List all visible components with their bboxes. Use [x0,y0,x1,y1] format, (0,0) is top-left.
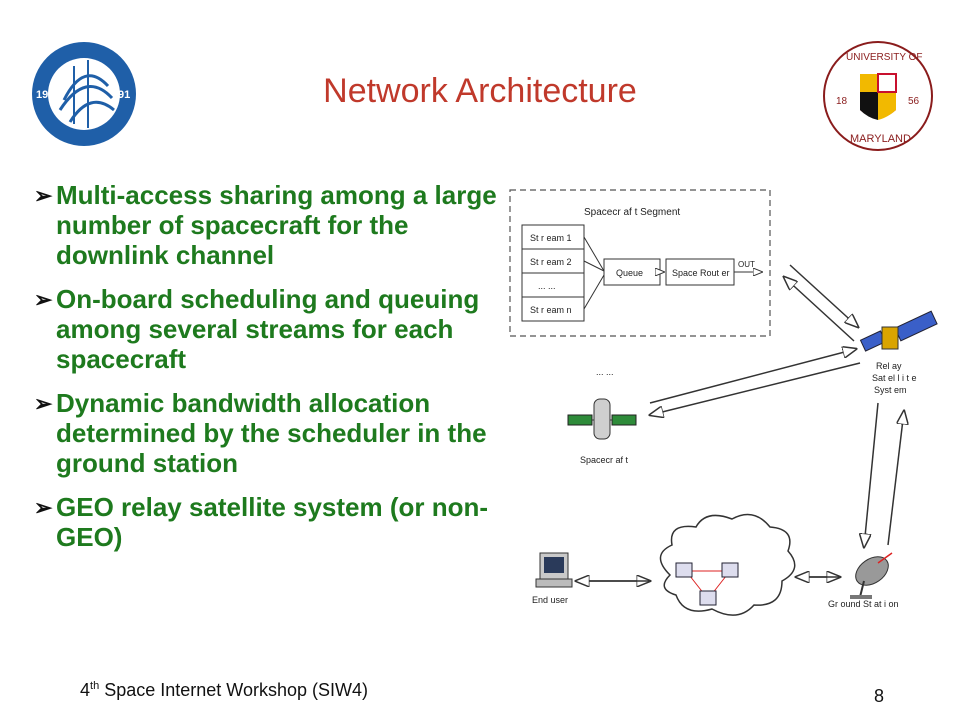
page-number: 8 [874,686,885,706]
relay-label-1: Rel ay [876,361,902,371]
stream-dots: ... ... [538,281,556,291]
queue-box [603,258,661,286]
segment-label: Spacecr af t Segment [584,207,680,218]
ground-station-dish-icon [850,552,893,599]
umd-logo: 18 56 UNIVERSITY OF MARYLAND [823,41,933,151]
umd-year-left: 18 [836,96,848,107]
umd-year-right: 56 [908,96,920,107]
arrow-bullet-icon: ➢ [34,287,53,312]
arrow-bullet-icon: ➢ [34,183,53,208]
relay-label-3: Syst em [874,385,907,395]
spacecraft-icon [567,398,637,440]
logo-year-right: 91 [118,89,130,101]
spacecraft-label: Spacecr af t [580,455,629,465]
network-cloud [659,513,796,616]
umd-bottom-text: MARYLAND [850,133,911,145]
spacecraft-dots: ... ... [596,367,614,377]
spacecraft-segment-box [509,189,771,337]
arrow-bullet-icon: ➢ [34,391,53,416]
bullet-item: ➢GEO relay satellite system (or non-GEO) [34,492,489,552]
end-user-label: End user [532,595,568,605]
stream-n: St r eam n [530,305,572,315]
end-user-computer-icon [535,552,573,588]
footer-text: 4th Space Internet Workshop (SIW4) [80,680,368,700]
ground-station-label: Gr ound St at i on [828,599,899,609]
out-label: OUT [738,260,755,269]
relay-satellite-icon [859,310,938,352]
bullet-item: ➢On-board scheduling and queuing among s… [34,284,480,374]
network-diagram: Spacecr af t Segment St r eam 1 St r eam… [509,189,938,616]
router-label: Space Rout er [672,268,730,278]
relay-label-2: Sat el l i t e [872,373,917,383]
bullet-item: ➢Multi-access sharing among a large numb… [34,180,497,270]
bullet-item: ➢Dynamic bandwidth allocation determined… [34,388,487,478]
ccshn-logo: 19 91 [32,42,136,146]
umd-top-text: UNIVERSITY OF [846,52,923,63]
slide-title: Network Architecture [323,72,637,110]
stream-2: St r eam 2 [530,257,572,267]
arrow-bullet-icon: ➢ [34,495,53,520]
logo-year-left: 19 [36,89,48,101]
queue-label: Queue [616,268,643,278]
bullet-list: ➢Multi-access sharing among a large numb… [34,180,504,566]
stream-1: St r eam 1 [530,233,572,243]
